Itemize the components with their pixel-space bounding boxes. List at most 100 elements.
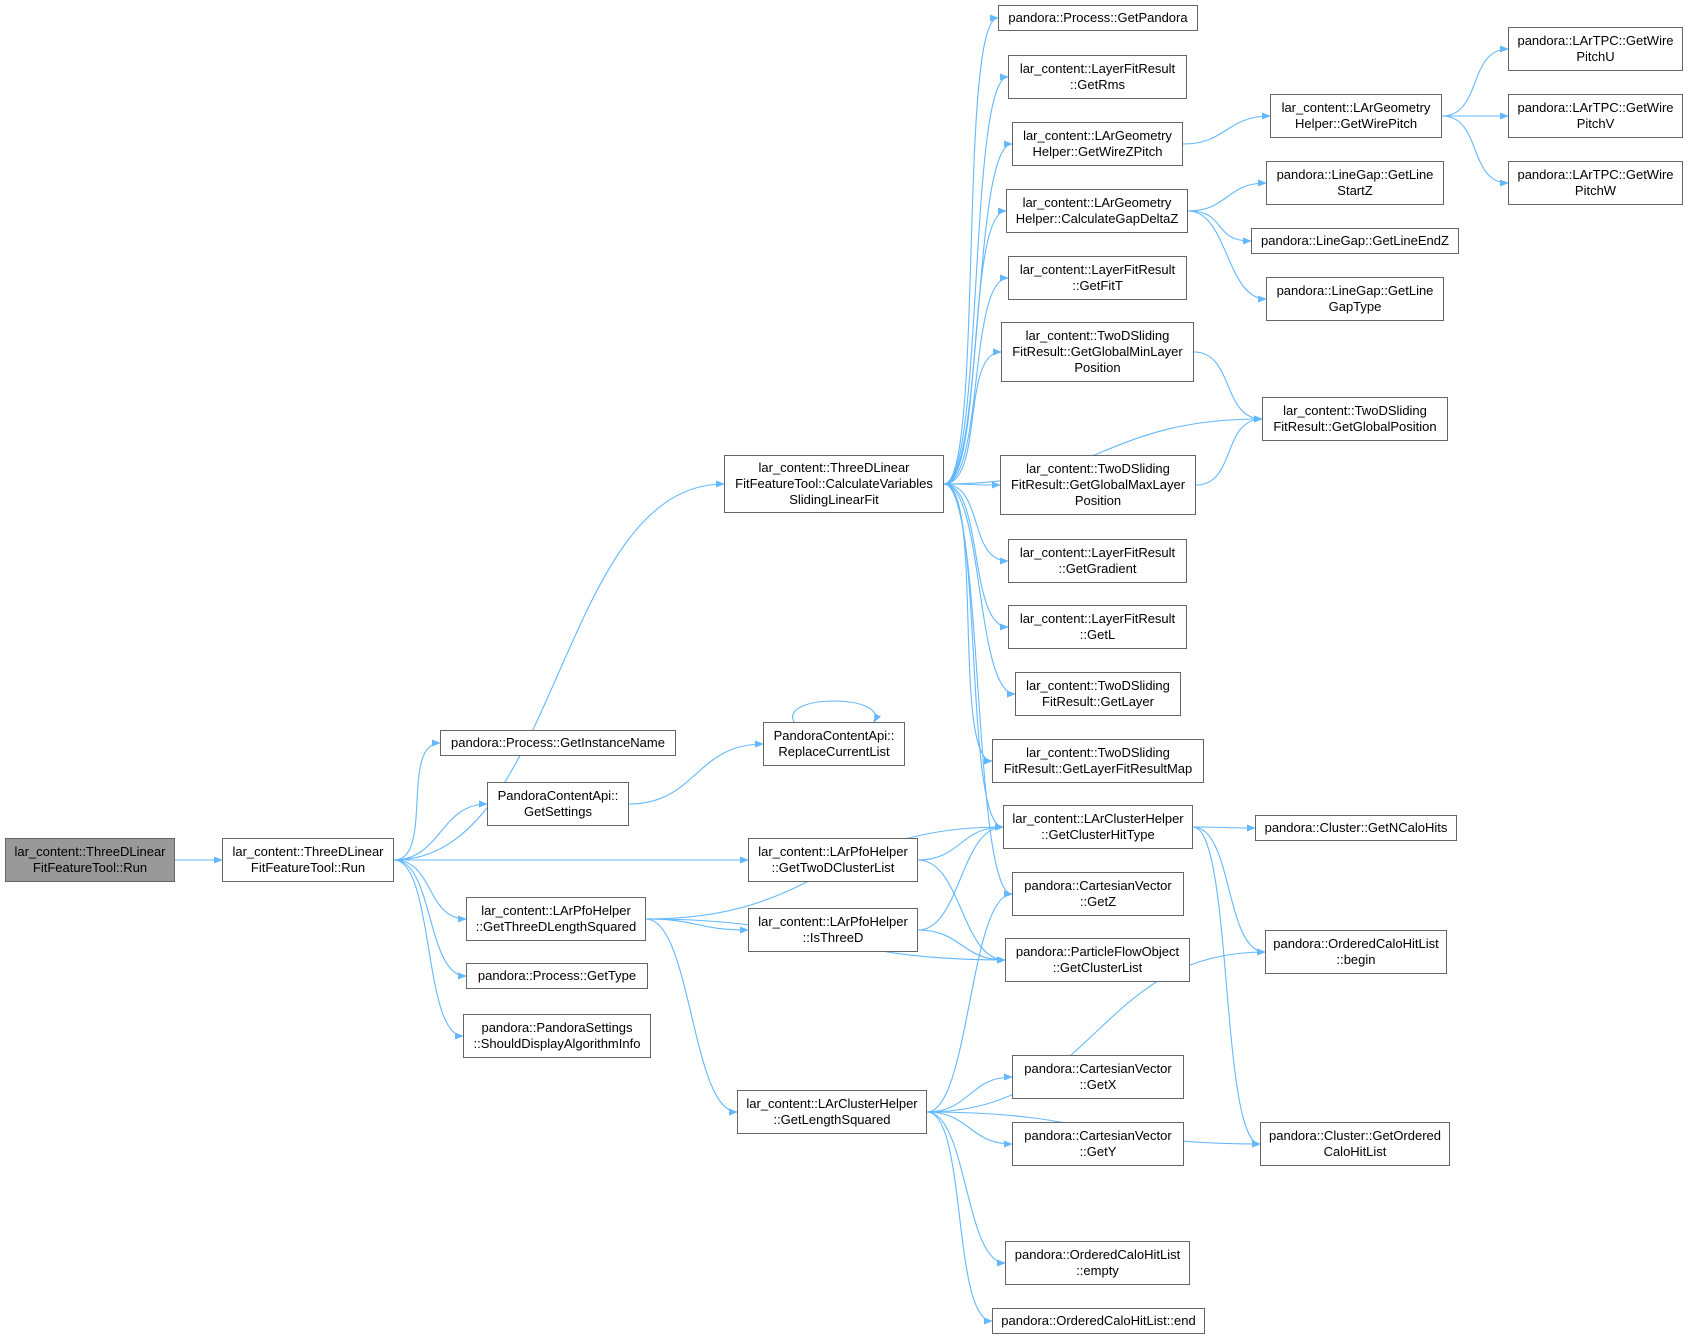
node-label-line: pandora::OrderedCaloHitList::end: [1001, 1313, 1196, 1328]
edge-getWireZPitch-to-getWirePitch: [1182, 112, 1271, 145]
edge-calcGapDeltaZ-to-getLineEndZ: [1187, 210, 1252, 245]
node-getTwoDClusterList[interactable]: lar_content::LArPfoHelper::GetTwoDCluste…: [748, 838, 918, 882]
node-label-line: lar_content::TwoDSliding: [1025, 328, 1170, 343]
edge-calc-to-getFitT: [943, 274, 1009, 485]
node-getL[interactable]: lar_content::LayerFitResult::GetL: [1008, 605, 1187, 649]
node-getNCaloHits[interactable]: pandora::Cluster::GetNCaloHits: [1255, 815, 1457, 841]
node-label-line: ::ShouldDisplayAlgorithmInfo: [473, 1036, 641, 1051]
edge-calc-to-getZ: [943, 483, 1013, 898]
edge-calcGapDeltaZ-to-getLineStartZ: [1187, 179, 1267, 212]
edge-getWirePitch-to-pitchU: [1441, 45, 1509, 117]
node-isThreeD[interactable]: lar_content::LArPfoHelper::IsThreeD: [748, 908, 918, 952]
node-getType[interactable]: pandora::Process::GetType: [466, 963, 648, 989]
edge-calc-to-getGlobalMinLayerPosition: [943, 348, 1002, 485]
edge-getLengthSquared-to-empty: [926, 1111, 1006, 1267]
node-getRms[interactable]: lar_content::LayerFitResult::GetRms: [1008, 55, 1187, 99]
node-label-line: pandora::LArTPC::GetWire: [1517, 33, 1674, 48]
node-label-line: ReplaceCurrentList: [778, 744, 890, 759]
node-label-line: pandora::LineGap::GetLine: [1276, 167, 1434, 182]
node-getGradient[interactable]: lar_content::LayerFitResult::GetGradient: [1008, 539, 1187, 583]
edge-calc-to-getGradient: [943, 483, 1009, 565]
node-getThreeDLengthSquared[interactable]: lar_content::LArPfoHelper::GetThreeDLeng…: [466, 897, 646, 941]
edge-getGlobalMinLayerPosition-to-getGlobalPosition: [1193, 351, 1263, 423]
node-label-line: pandora::LineGap::GetLineEndZ: [1261, 233, 1449, 248]
node-label-line: ::GetRms: [1070, 77, 1125, 92]
edge-run-to-getType: [393, 859, 467, 980]
node-getLengthSquared[interactable]: lar_content::LArClusterHelper::GetLength…: [737, 1090, 927, 1134]
node-getLineEndZ[interactable]: pandora::LineGap::GetLineEndZ: [1251, 228, 1459, 254]
node-label-line: lar_content::TwoDSliding: [1026, 745, 1170, 760]
node-label-line: pandora::CartesianVector: [1024, 1061, 1172, 1076]
node-getX[interactable]: pandora::CartesianVector::GetX: [1012, 1055, 1184, 1099]
edge-run-to-shouldDisplay: [393, 859, 464, 1040]
node-label-line: lar_content::LArClusterHelper: [1012, 811, 1184, 826]
node-getClusterList[interactable]: pandora::ParticleFlowObject::GetClusterL…: [1005, 938, 1190, 982]
node-empty[interactable]: pandora::OrderedCaloHitList::empty: [1005, 1241, 1190, 1285]
node-label-line: lar_content::LArPfoHelper: [481, 903, 631, 918]
node-begin[interactable]: pandora::OrderedCaloHitList::begin: [1265, 930, 1447, 974]
node-getFitT[interactable]: lar_content::LayerFitResult::GetFitT: [1008, 256, 1187, 300]
edge-getLengthSquared-to-getY: [926, 1111, 1013, 1148]
node-label-line: pandora::LineGap::GetLine: [1276, 283, 1434, 298]
edge-getLengthSquared-to-end: [926, 1111, 993, 1325]
node-label-line: lar_content::LArClusterHelper: [746, 1096, 918, 1111]
node-label-line: pandora::CartesianVector: [1024, 878, 1172, 893]
node-getSettings[interactable]: PandoraContentApi::GetSettings: [487, 782, 629, 826]
node-label-line: PandoraContentApi::: [497, 788, 619, 803]
node-label-line: ::GetLengthSquared: [773, 1112, 891, 1127]
edge-run-to-calc: [393, 480, 725, 861]
edge-getLengthSquared-to-begin: [926, 948, 1266, 1113]
node-getClusterHitType[interactable]: lar_content::LArClusterHelper::GetCluste…: [1003, 805, 1193, 849]
node-getZ[interactable]: pandora::CartesianVector::GetZ: [1012, 872, 1184, 916]
node-end[interactable]: pandora::OrderedCaloHitList::end: [992, 1308, 1205, 1334]
node-label-line: ::GetX: [1079, 1077, 1117, 1092]
node-label-line: ::GetClusterList: [1052, 960, 1143, 975]
node-label-line: lar_content::ThreeDLinear: [758, 460, 910, 475]
node-getPandora[interactable]: pandora::Process::GetPandora: [998, 5, 1198, 31]
node-label-line: lar_content::ThreeDLinear: [232, 844, 384, 859]
node-label-line: lar_content::LArPfoHelper: [758, 844, 908, 859]
node-shouldDisplay[interactable]: pandora::PandoraSettings::ShouldDisplayA…: [463, 1014, 651, 1058]
node-label-line: pandora::LArTPC::GetWire: [1517, 100, 1674, 115]
edge-calc-to-getGlobalMaxLayerPosition: [943, 481, 1001, 489]
edge-calc-to-getRms: [943, 73, 1009, 485]
node-label-line: pandora::Cluster::GetOrdered: [1269, 1128, 1441, 1143]
node-label-line: lar_content::LayerFitResult: [1019, 61, 1176, 76]
node-label-line: FitFeatureTool::CalculateVariables: [735, 476, 933, 491]
node-label-line: pandora::OrderedCaloHitList: [1014, 1247, 1181, 1262]
node-label-line: Position: [1074, 360, 1121, 375]
node-label-line: GapType: [1328, 299, 1382, 314]
node-label-line: pandora::Cluster::GetNCaloHits: [1264, 820, 1448, 835]
edge-isThreeD-to-getClusterHitType: [917, 823, 1004, 931]
node-label-line: PitchV: [1576, 116, 1615, 131]
node-label-line: StartZ: [1337, 183, 1373, 198]
node-getY[interactable]: pandora::CartesianVector::GetY: [1012, 1122, 1184, 1166]
node-label-line: FitResult::GetGlobalMinLayer: [1012, 344, 1183, 359]
edge-calcGapDeltaZ-to-getLineGapType: [1187, 210, 1267, 303]
edge-getGlobalMaxLayerPosition-to-getGlobalPosition: [1195, 415, 1263, 486]
node-label-line: ::GetGradient: [1058, 561, 1137, 576]
node-getInstanceName[interactable]: pandora::Process::GetInstanceName: [440, 730, 676, 756]
node-replaceCurrentList[interactable]: PandoraContentApi::ReplaceCurrentList: [763, 722, 905, 766]
node-label-line: ::GetClusterHitType: [1041, 827, 1155, 842]
edge-getLengthSquared-to-getZ: [926, 890, 1013, 1113]
node-label-line: pandora::Process::GetInstanceName: [451, 735, 665, 750]
